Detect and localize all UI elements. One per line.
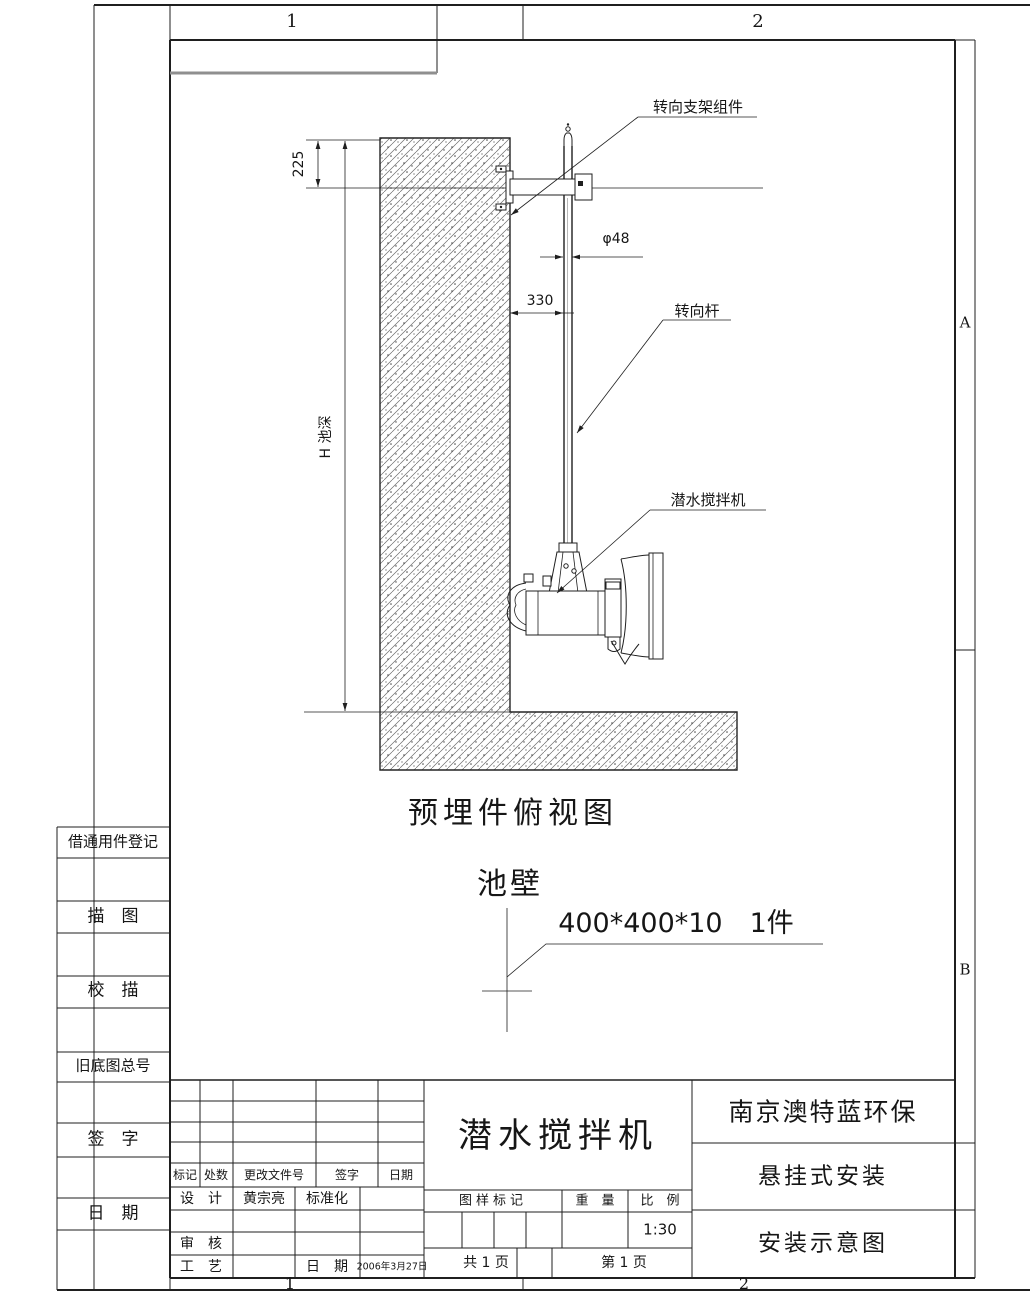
label-submersible-mixer: 潜水搅拌机 [670, 491, 745, 509]
zone-right-b: B [959, 960, 971, 979]
pool-wall-section [379, 137, 738, 771]
dim-330: 330 [527, 293, 554, 309]
caption-top-view: 预埋件俯视图 [408, 796, 618, 831]
rev-header-docno: 更改文件号 [243, 1168, 305, 1182]
caption-block: 预埋件俯视图 池壁 400*400*10 1件 [408, 796, 823, 1032]
cell-date: 日 期 [87, 1203, 139, 1224]
steering-rod [563, 123, 573, 552]
sheet-frame [57, 4, 1030, 1291]
zone-top-2: 2 [752, 11, 764, 32]
cell-old-drawing-number: 旧底图总号 [75, 1056, 151, 1075]
cell-page-number: 第 1 页 [601, 1255, 647, 1271]
cell-check-trace: 校 描 [87, 980, 139, 1001]
mount-type: 悬挂式安装 [758, 1163, 888, 1190]
cell-design-label: 设 计 [180, 1191, 222, 1207]
cell-trace-drawing: 描 图 [87, 906, 139, 927]
rev-header-count: 处数 [203, 1168, 229, 1182]
cell-date-value: 2006年3月27日 [356, 1261, 428, 1273]
rev-header-sign: 签字 [334, 1168, 360, 1182]
zone-right-a: A [959, 313, 971, 332]
label-pool-wall: 池壁 [477, 867, 543, 902]
left-column-grid [56, 826, 171, 1290]
cell-weight-label: 重 量 [575, 1193, 615, 1209]
wall-bracket [495, 165, 593, 211]
cell-stamp-label: 图样标记 [458, 1193, 528, 1209]
dim-225: 225 [291, 151, 307, 178]
cell-standardization-label: 标准化 [306, 1191, 348, 1207]
cell-total-pages: 共 1 页 [463, 1255, 509, 1271]
label-steering-bracket: 转向支架组件 [653, 98, 743, 116]
title-block-grid [170, 1079, 975, 1278]
company-name: 南京澳特蓝环保 [728, 1097, 918, 1127]
dimensions: 225 H 池深 330 φ48 [291, 141, 643, 711]
cell-common-parts-register: 借通用件登记 [67, 832, 159, 851]
cell-date-label: 日 期 [306, 1259, 348, 1275]
dim-phi48: φ48 [602, 231, 629, 247]
submersible-mixer [506, 542, 664, 665]
cell-audit-label: 审 核 [180, 1236, 222, 1252]
dim-depth: H 池深 [318, 416, 334, 459]
zone-bottom-1: 1 [284, 1274, 296, 1293]
sheet-title: 安装示意图 [758, 1230, 888, 1257]
zone-bottom-2: 2 [738, 1274, 750, 1293]
rev-header-mark: 标记 [172, 1168, 198, 1182]
label-steering-rod: 转向杆 [674, 302, 719, 320]
cell-scale-label: 比 例 [640, 1193, 680, 1209]
cell-signature: 签 字 [87, 1129, 139, 1150]
cell-scale-value: 1:30 [643, 1220, 677, 1239]
cell-process-label: 工 艺 [180, 1259, 222, 1275]
product-name: 潜水搅拌机 [458, 1116, 658, 1156]
zone-top-1: 1 [286, 11, 298, 32]
cell-designer-name: 黄宗亮 [243, 1191, 285, 1207]
rev-header-date: 日期 [388, 1168, 414, 1182]
label-plate-spec: 400*400*10 1件 [558, 908, 794, 939]
leader-labels: 转向支架组件 转向杆 潜水搅拌机 [510, 98, 766, 594]
